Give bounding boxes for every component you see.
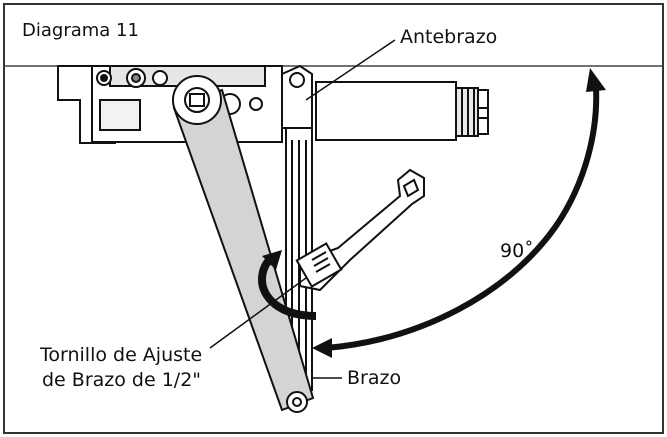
label-tornillo-line1: Tornillo de Ajuste (40, 344, 203, 366)
diagram-title: Diagrama 11 (22, 20, 139, 41)
leader-antebrazo (305, 39, 396, 101)
curved-arrow-icon (312, 68, 606, 358)
label-antebrazo: Antebrazo (400, 26, 498, 48)
rotation-arrow-icon (257, 250, 317, 320)
label-angle: 90˚ (500, 240, 534, 262)
label-tornillo-line2: de Brazo de 1/2" (42, 369, 202, 391)
leader-tornillo (209, 277, 307, 349)
arm-part (172, 75, 315, 413)
adjustable-wrench-icon (295, 168, 425, 292)
label-brazo: Brazo (347, 367, 402, 389)
